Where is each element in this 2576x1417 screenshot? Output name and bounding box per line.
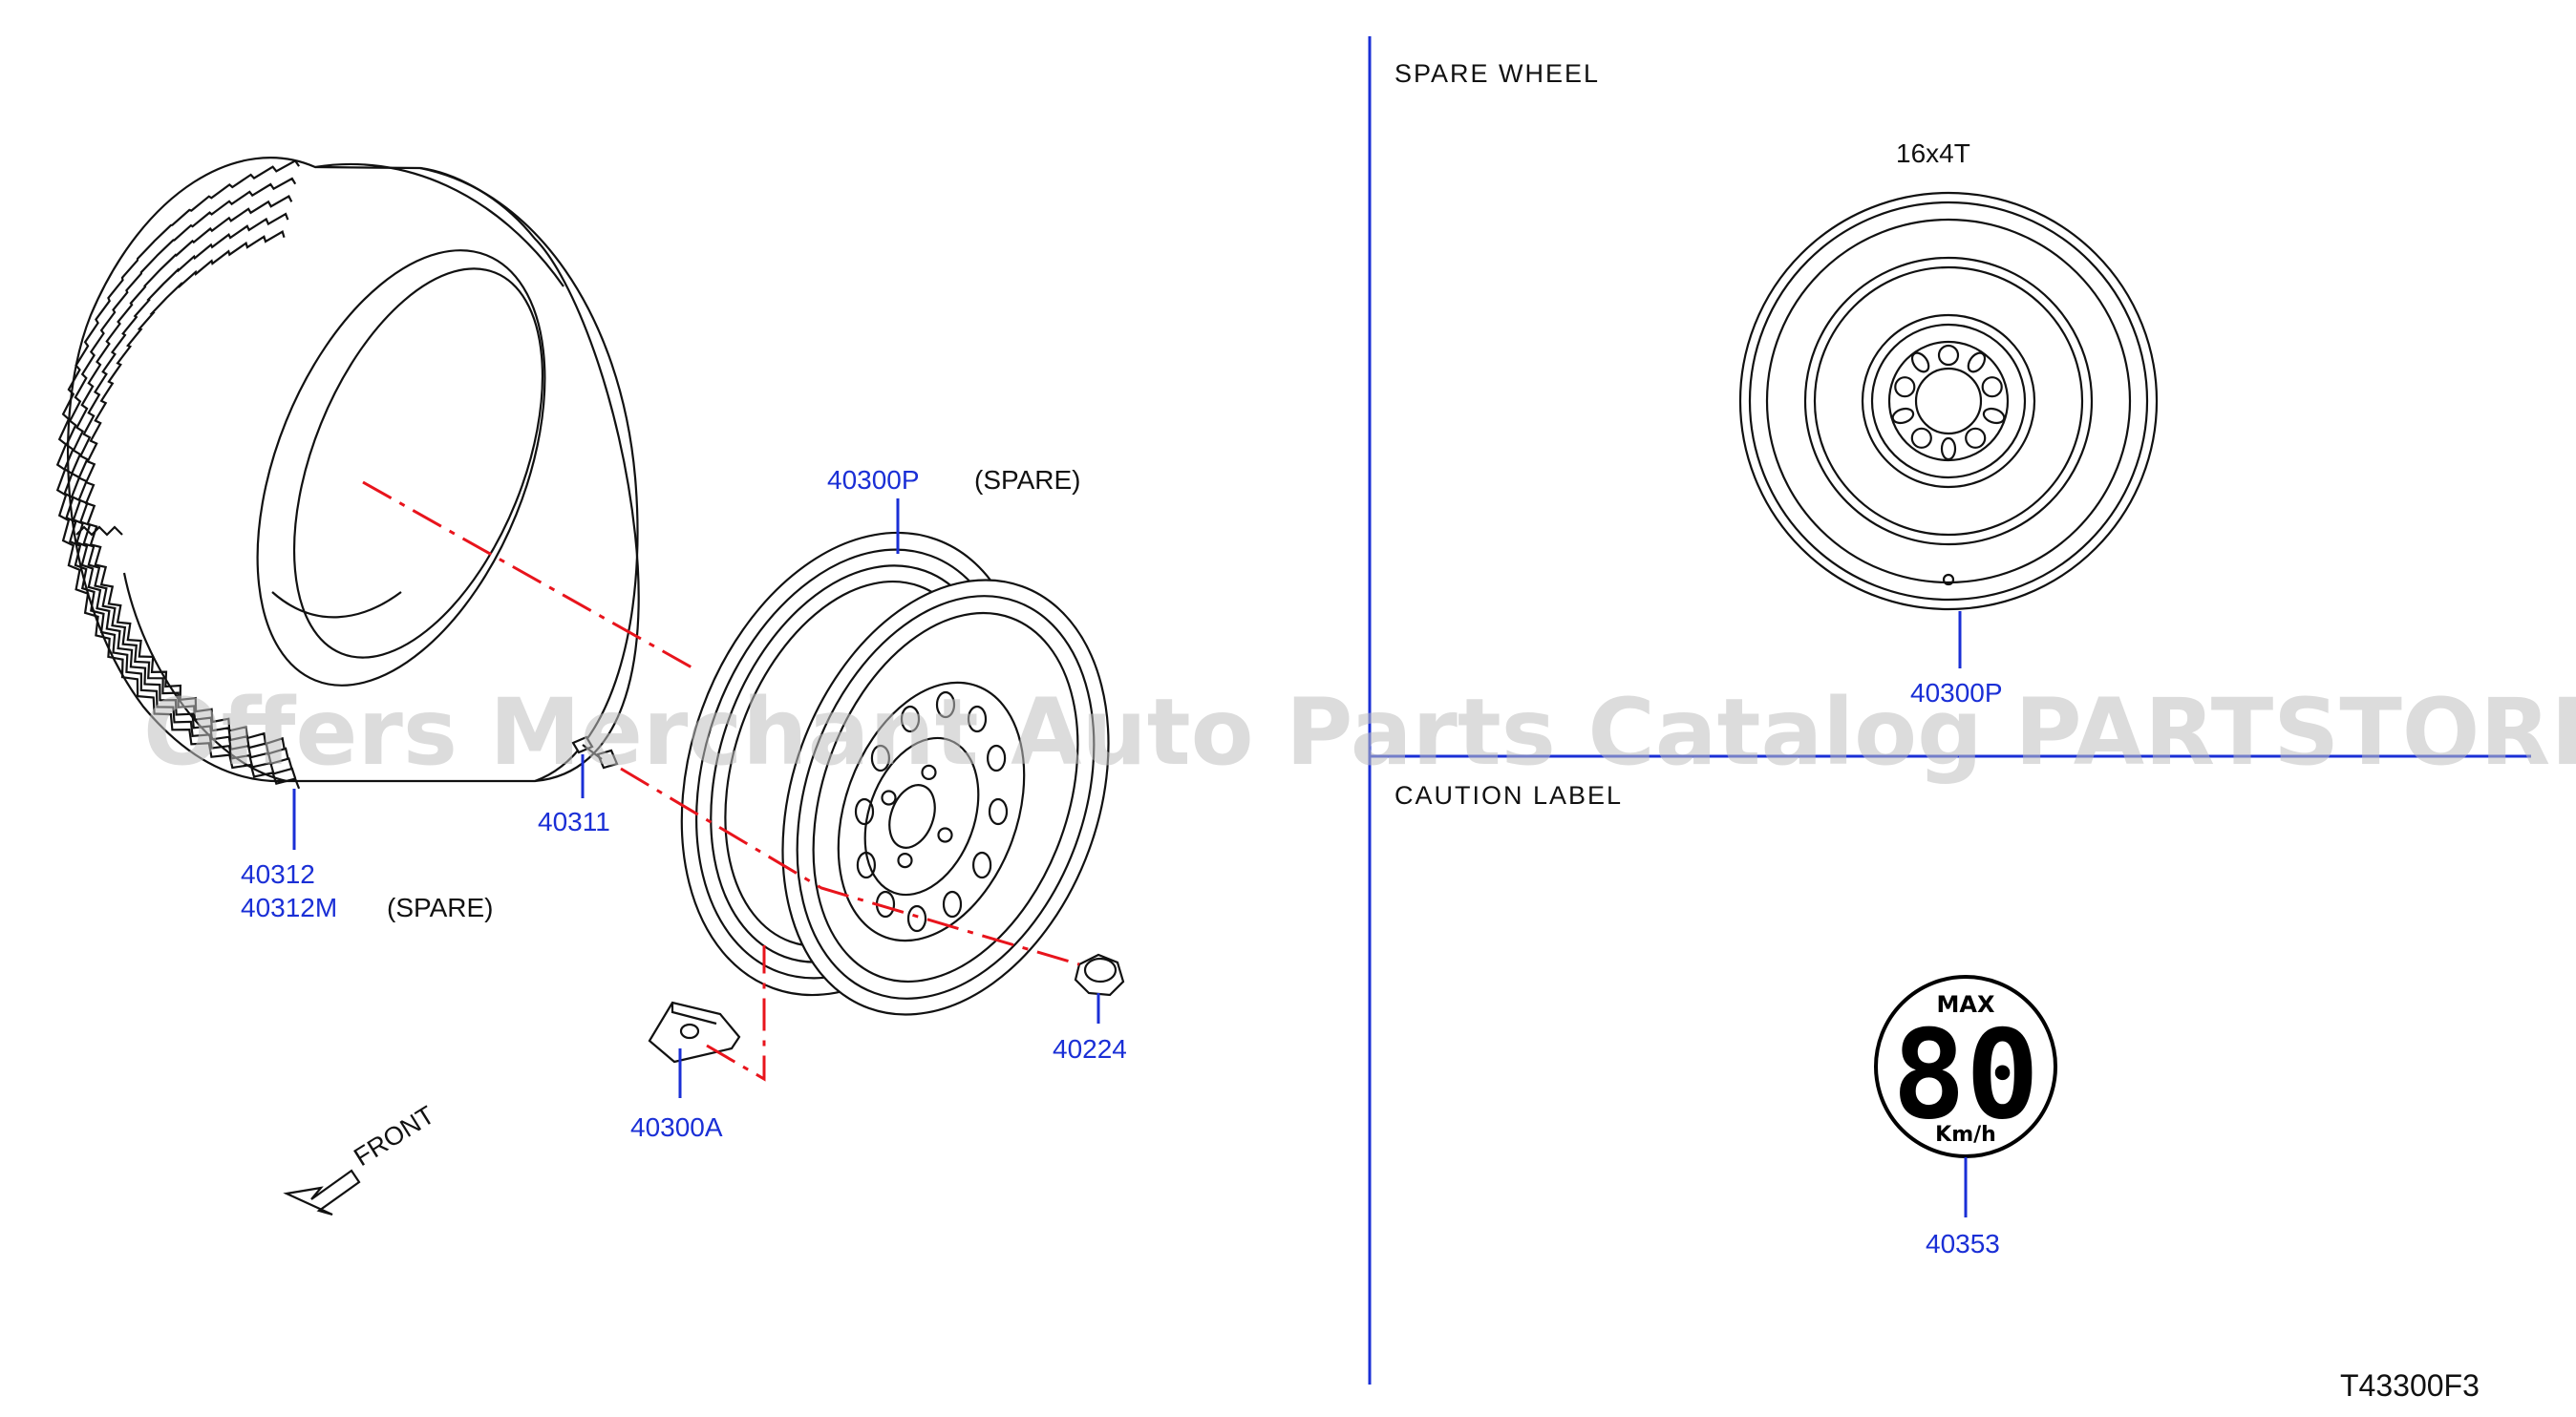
- spare-wheel-front-part-number[interactable]: 40300P: [1910, 678, 2003, 708]
- caution-label-section-title: CAUTION LABEL: [1394, 781, 1623, 810]
- spare-wheel-front-view[interactable]: [1738, 191, 2159, 611]
- hub-slot: [1967, 351, 1987, 373]
- tire-valve[interactable]: [571, 735, 619, 770]
- wheel-nut[interactable]: [1074, 953, 1125, 997]
- wheel-vent-holes: [854, 690, 1009, 933]
- lug-hole: [937, 827, 953, 843]
- front-arrow: [283, 1169, 361, 1216]
- lug-hole: [881, 790, 897, 806]
- sensor-part-number[interactable]: 40300A: [630, 1112, 723, 1142]
- lug-stud-hole: [1894, 376, 1916, 398]
- valve-centerline: [620, 767, 1080, 966]
- vent-hole: [854, 797, 875, 826]
- lug-stud-hole: [1965, 427, 1987, 449]
- valve-part-number[interactable]: 40311: [538, 807, 610, 836]
- vent-hole: [942, 890, 963, 919]
- hub-slot: [1891, 407, 1915, 425]
- tire-spare-part-number[interactable]: 40312M: [241, 893, 337, 922]
- vent-hole: [988, 797, 1009, 826]
- diagram-reference-code: T43300F3: [2340, 1368, 2480, 1403]
- tire-part-number[interactable]: 40312: [241, 859, 315, 889]
- pressure-sensor[interactable]: [648, 1001, 741, 1064]
- vent-hole: [856, 851, 877, 879]
- lug-hole: [897, 852, 913, 869]
- spare-wheel-section-title: SPARE WHEEL: [1394, 59, 1600, 88]
- vent-hole: [967, 705, 988, 733]
- caution-label-unit: Km/h: [1935, 1123, 1996, 1147]
- tire-tread: [55, 159, 301, 790]
- vent-hole: [900, 705, 921, 733]
- caution-label-part-number[interactable]: 40353: [1926, 1229, 2000, 1258]
- hub-slot: [1910, 351, 1930, 373]
- tire-spare-note: (SPARE): [387, 893, 494, 922]
- wheel-spare-note: (SPARE): [974, 465, 1081, 495]
- tread-band: [84, 230, 286, 749]
- spare-wheel-drawing[interactable]: [621, 484, 1166, 1061]
- spare-wheel-lug-holes: [1891, 344, 2006, 461]
- tire-wheel-centerline: [362, 480, 694, 670]
- vent-hole: [906, 904, 927, 933]
- lug-stud-hole: [1937, 344, 1960, 367]
- sensor-centerline: [706, 945, 766, 1082]
- nut-part-number[interactable]: 40224: [1053, 1034, 1127, 1064]
- vent-hole: [935, 690, 956, 719]
- caution-label-speed: 80: [1892, 1005, 2039, 1147]
- lug-stud-hole: [1910, 427, 1932, 449]
- lug-stud-hole: [1981, 376, 2003, 398]
- wheel-part-number[interactable]: 40300P: [827, 465, 920, 495]
- vent-hole: [986, 744, 1007, 772]
- vent-hole: [971, 851, 992, 879]
- spare-wheel-size: 16x4T: [1896, 138, 1970, 168]
- caution-label-sticker[interactable]: [1874, 975, 2057, 1158]
- hub-slot: [1982, 407, 2006, 425]
- caution-label-max: MAX: [1937, 991, 1995, 1018]
- vent-hole: [870, 744, 891, 772]
- lug-hole: [921, 764, 937, 781]
- watermark: Offers Merchant Auto Parts Catalog PARTS…: [143, 679, 2576, 786]
- hub-slot: [1940, 436, 1957, 461]
- front-label: FRONT: [349, 1100, 439, 1172]
